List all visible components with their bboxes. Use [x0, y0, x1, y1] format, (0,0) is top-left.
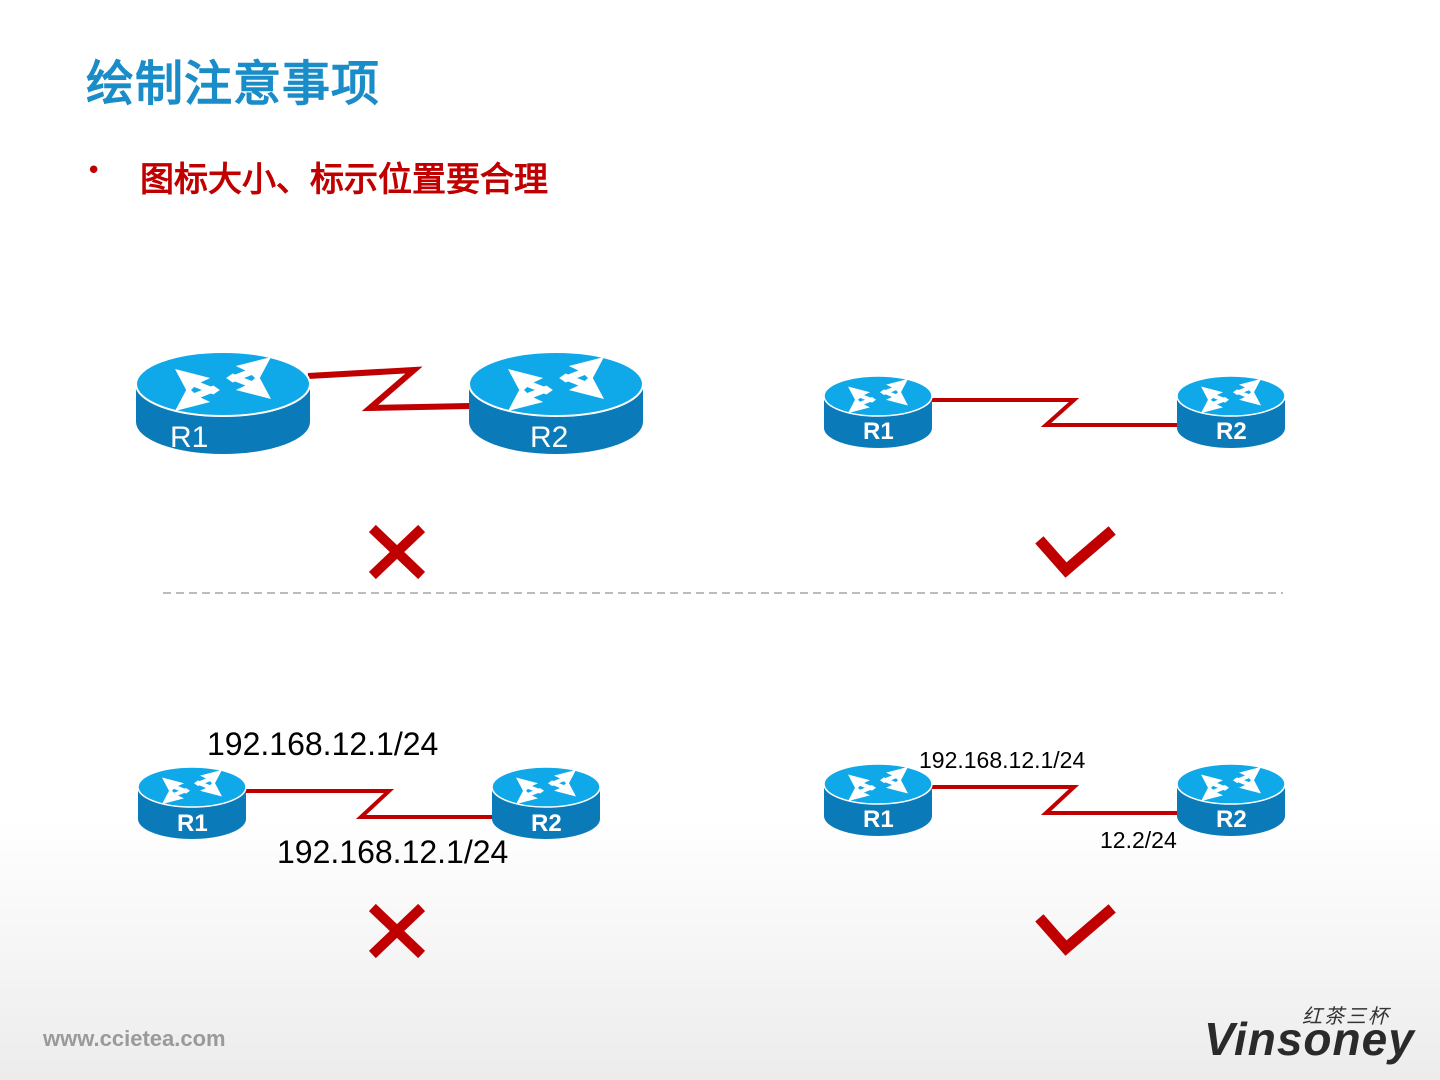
- router-label: R2: [530, 421, 568, 454]
- router-r1-bottom-wrong: R1: [137, 766, 247, 839]
- ip-label-r2: 192.168.12.1/24: [277, 834, 508, 870]
- page-title: 绘制注意事项: [86, 56, 381, 112]
- router-r2-top-wrong: R2: [468, 351, 644, 454]
- router-label: R1: [863, 806, 894, 833]
- router-label: R2: [1216, 806, 1247, 833]
- router-r2-bottom-wrong: R2: [491, 766, 601, 839]
- ip-label-r1: 192.168.12.1/24: [207, 726, 438, 762]
- link-bottom-wrong: [245, 789, 493, 819]
- ip-label-r1: 192.168.12.1/24: [919, 747, 1085, 773]
- router-label: R2: [531, 810, 562, 837]
- link-top-wrong: [307, 366, 471, 412]
- router-r2-top-right: R2: [1176, 375, 1286, 448]
- router-r2-bottom-right: R2: [1176, 763, 1286, 836]
- footer-url: www.ccietea.com: [43, 1026, 226, 1051]
- router-r1-top-right: R1: [823, 375, 933, 448]
- router-r1-top-wrong: R1: [135, 351, 311, 454]
- router-r1-bottom-right: R1: [823, 763, 933, 836]
- ip-label-r2: 12.2/24: [1100, 827, 1177, 853]
- check-icon: [1035, 526, 1116, 578]
- check-icon: [1035, 904, 1116, 956]
- link-top-right: [930, 398, 1178, 427]
- router-label: R1: [170, 421, 208, 454]
- cross-icon: [368, 903, 426, 959]
- router-label: R2: [1216, 418, 1247, 445]
- router-label: R1: [863, 418, 894, 445]
- bullet-marker: •: [86, 156, 102, 186]
- bullet-text: 图标大小、标示位置要合理: [140, 160, 548, 200]
- cross-icon: [368, 524, 426, 580]
- logo-wordmark: Vinsoney: [1204, 1013, 1415, 1065]
- logo-chinese-text: 红茶三杯: [1302, 1004, 1390, 1028]
- link-bottom-right: [930, 785, 1178, 815]
- router-label: R1: [177, 810, 208, 837]
